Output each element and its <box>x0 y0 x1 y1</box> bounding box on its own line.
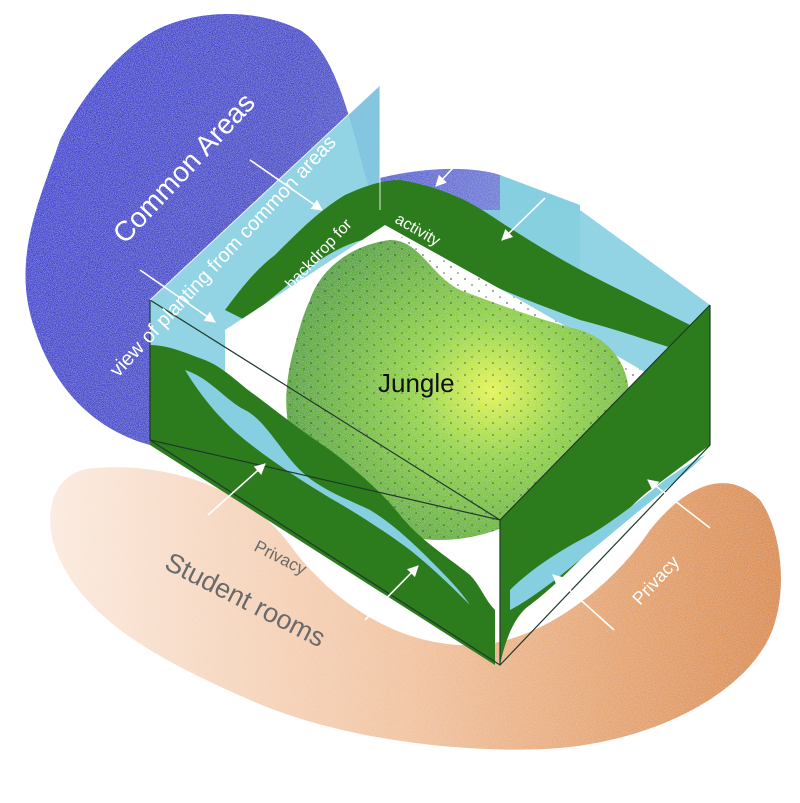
jungle-label: Jungle <box>378 368 455 398</box>
arrow-privacy-left-2 <box>364 565 419 621</box>
back-planting-strip <box>225 180 710 360</box>
arrows <box>139 149 711 631</box>
arrow-common-2 <box>139 269 216 323</box>
arrow-privacy-right-2 <box>552 574 615 631</box>
arrow-common-4 <box>501 197 546 241</box>
jungle-texture <box>286 240 629 540</box>
front-left-water <box>185 370 470 605</box>
arrow-common-3 <box>435 149 471 187</box>
arrow-common-1 <box>249 159 323 211</box>
arrow-privacy-left-1 <box>207 463 266 516</box>
front-right-water <box>510 455 705 610</box>
common-areas-blob <box>25 13 538 446</box>
student-rooms-blob <box>50 467 781 750</box>
box-top-outline <box>149 83 581 301</box>
arrow-privacy-right-1 <box>647 479 711 529</box>
box-outline <box>149 299 711 666</box>
